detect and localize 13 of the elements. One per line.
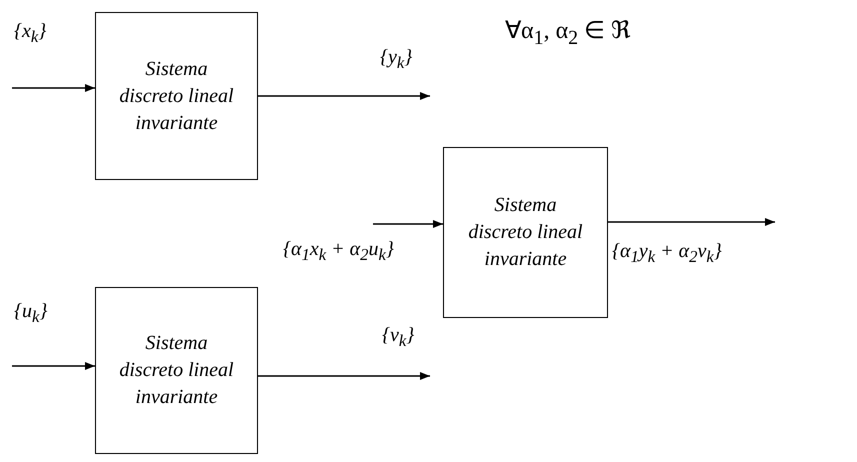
arrow (608, 218, 775, 226)
arrow (258, 92, 430, 100)
formula-text: ∀α$_{1}$, α$_{2}$ ∈ ℜ (505, 17, 632, 50)
system-box (95, 287, 258, 454)
arrow (12, 84, 95, 92)
box-text: Sistema discreto lineal invariante (118, 56, 235, 136)
system-box (443, 147, 608, 318)
arrow (373, 220, 443, 228)
arrow (258, 372, 430, 380)
box-text: Sistema discreto lineal invariante (467, 193, 584, 272)
arrow (12, 362, 95, 370)
box-text: Sistema discreto lineal invariante (118, 331, 235, 410)
system-box (95, 12, 258, 180)
